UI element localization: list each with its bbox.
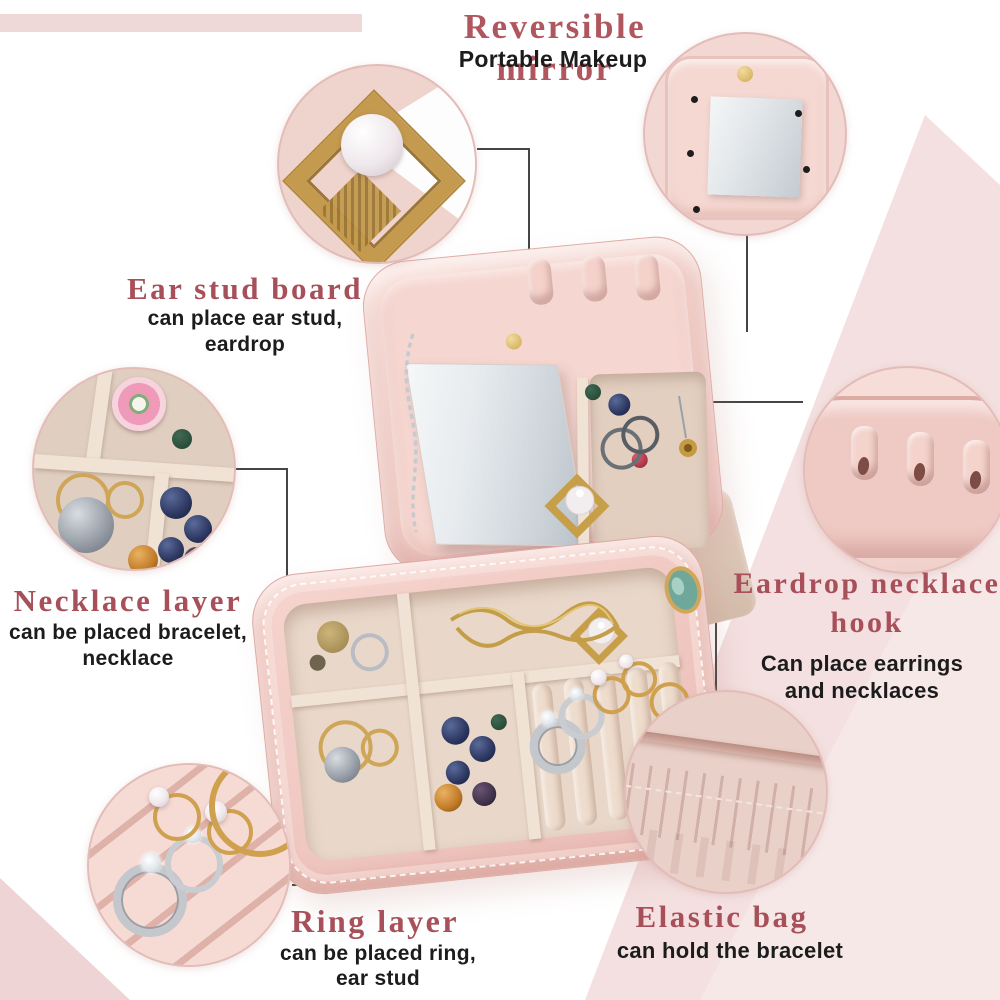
desc-line: can be placed bracelet, [8, 621, 247, 644]
screw-dot [803, 166, 810, 173]
lid-inner-panel [377, 250, 711, 560]
bead [440, 715, 471, 747]
screw-dot [693, 206, 700, 213]
flower-medallion [112, 377, 166, 431]
desc-line: Can place earrings [760, 651, 964, 676]
lid-divider [576, 377, 590, 546]
hook [907, 432, 934, 486]
diamond [141, 853, 161, 873]
callout-title-ring: Ring layer [290, 903, 460, 939]
title-line: Eardrop necklace [733, 567, 1000, 600]
inset-mirror-closeup [643, 32, 847, 236]
inset-compartments-closeup [32, 367, 236, 571]
bead [433, 782, 464, 814]
lid-clasp [505, 332, 523, 351]
hook [851, 426, 878, 480]
connector-mirror-v [746, 231, 748, 332]
bead [184, 515, 212, 543]
bead [158, 537, 184, 563]
inset-hooks-closeup [803, 366, 1000, 574]
fabric-fold [626, 727, 826, 770]
gold-wire-earring [106, 481, 144, 519]
gold-ring [153, 793, 201, 841]
bead [160, 487, 192, 519]
silver-hoop [348, 631, 391, 674]
inset-earring-closeup [277, 64, 477, 264]
callout-title-eardrop-hook: Eardrop necklace hook [717, 564, 1000, 642]
stud [308, 653, 327, 672]
connector-necklace-v [286, 468, 288, 646]
page-title: Reversible mirror [463, 7, 647, 88]
lid-hook [579, 254, 609, 303]
lid-hook [633, 253, 662, 302]
callout-desc-ear-stud: can place ear stud, eardrop [95, 306, 395, 358]
callout-title-ear-stud: Ear stud board [127, 271, 363, 306]
connector-necklace-h [232, 468, 288, 470]
connector-elastic-v [715, 556, 717, 694]
bead [471, 780, 498, 808]
bead [184, 547, 208, 569]
bead [490, 713, 508, 731]
bead [128, 545, 158, 569]
inset-elastic-closeup [624, 690, 828, 894]
page-subtitle: Portable Makeup [458, 46, 648, 72]
gold-clasp [737, 66, 753, 82]
bead [172, 429, 192, 449]
square-mirror [707, 96, 803, 198]
bead [444, 759, 472, 786]
box-lid [358, 232, 728, 578]
connector-earstud-v [528, 148, 530, 334]
screw-dot [687, 150, 694, 157]
bead [468, 734, 497, 764]
callout-desc-elastic: can hold the bracelet [616, 938, 844, 963]
gold-stud [315, 619, 351, 655]
gray-pearl [58, 497, 114, 553]
callout-title-elastic: Elastic bag [635, 899, 809, 934]
callout-desc-eardrop-hook: Can place earrings and necklaces [712, 650, 1000, 704]
callout-title-necklace: Necklace layer [13, 583, 243, 618]
top-pink-stripe [0, 14, 362, 32]
lid-hook [526, 257, 555, 306]
hook [963, 440, 990, 494]
callout-desc-ring: can be placed ring, ear stud [228, 941, 528, 991]
desc-line: can place ear stud, [147, 307, 343, 330]
desc-line: eardrop [204, 333, 286, 356]
lid-mirror [405, 363, 588, 547]
pearl [149, 787, 169, 807]
desc-line: can be placed ring, [280, 942, 476, 965]
screw-dot [795, 110, 802, 117]
tray-divider-v [396, 592, 436, 851]
divider [85, 369, 113, 466]
pearl [341, 114, 403, 176]
connector-earstud-h [477, 148, 530, 150]
divider [34, 454, 234, 482]
desc-line: ear stud [335, 967, 421, 990]
title-line: hook [830, 606, 904, 639]
desc-line: necklace [82, 647, 174, 670]
callout-desc-necklace: can be placed bracelet, necklace [0, 620, 256, 672]
gold-band [209, 765, 289, 857]
desc-line: and necklaces [784, 678, 940, 703]
inset-rings-closeup [87, 763, 291, 967]
screw-dot [691, 96, 698, 103]
